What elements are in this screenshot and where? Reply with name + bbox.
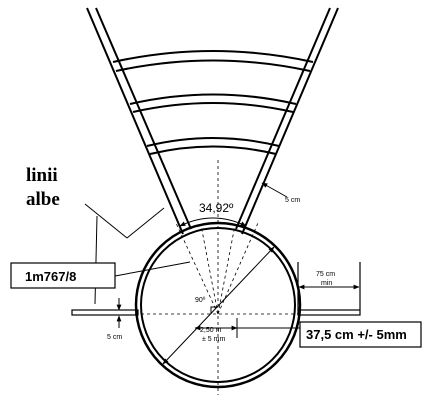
right-angle-label: 90º [195,297,206,304]
diameter-dimension [162,246,275,365]
diameter-tolerance-label: ± 5 mm [202,336,225,343]
offset-label: 37,5 cm +/- 5mm [306,327,407,342]
shoe-mark-leader [114,261,191,277]
min-distance-label: 75 cm [316,271,335,278]
white-lines-callout [84,203,165,305]
shoe-mark-label: 1m767/8 [25,269,76,284]
offset-dimension [194,318,300,338]
line-width-leader [261,182,288,198]
sector-angle-label: 34,92º [199,201,234,215]
construction-lines [135,160,300,395]
white-lines-label-2: albe [26,189,60,210]
min-distance-unit-label: min [321,280,332,287]
offset-box [299,321,422,348]
white-lines-label-1: linii [26,165,58,186]
shoe-mark-box [10,262,116,289]
right-angle-marker [210,306,218,314]
sector-angle-arc [179,217,247,227]
sector-lines [86,7,339,235]
line-width-label: 5 cm [285,197,300,204]
diameter-value-label: 2,50 m [200,327,222,334]
sector-arcs [112,50,314,155]
toe-board-width-label: 5 cm [107,334,122,341]
white-line-marks [71,262,361,316]
